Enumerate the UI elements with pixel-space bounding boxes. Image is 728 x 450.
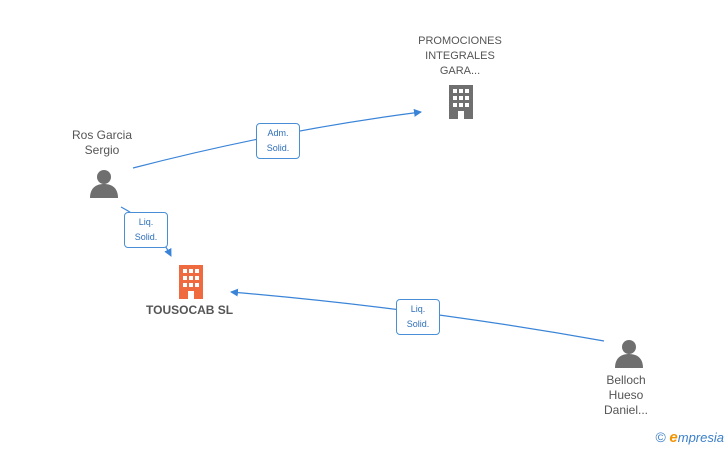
- person-icon[interactable]: [614, 338, 644, 368]
- building-icon[interactable]: [176, 265, 206, 299]
- person-name-line: Ros Garcia: [71, 128, 133, 142]
- building-icon[interactable]: [446, 85, 476, 119]
- person-name-line: Hueso: [608, 388, 644, 402]
- role-line: Liq.: [138, 217, 154, 227]
- person-node-label-ros-garcia[interactable]: Ros Garcia Sergio: [54, 128, 150, 158]
- role-line: Solid.: [266, 143, 290, 153]
- edge-role-badge[interactable]: Adm. Solid.: [256, 123, 300, 159]
- main-company-name[interactable]: TOUSOCAB SL: [146, 303, 234, 317]
- brand-name: mpresia: [677, 430, 724, 445]
- role-line: Solid.: [406, 319, 430, 329]
- person-name-line: Belloch: [606, 373, 646, 387]
- company-name-line: INTEGRALES: [425, 50, 495, 62]
- copyright-symbol: ©: [655, 429, 666, 445]
- person-name-line: Sergio: [84, 143, 120, 157]
- empresia-logo: © empresia: [655, 429, 724, 446]
- company-node-label-promociones[interactable]: PROMOCIONES INTEGRALES GARA...: [400, 34, 520, 79]
- edge-role-badge[interactable]: Liq. Solid.: [396, 299, 440, 335]
- company-name-line: PROMOCIONES: [418, 35, 502, 47]
- role-line: Adm.: [267, 128, 289, 138]
- company-name-line: GARA...: [439, 65, 481, 77]
- person-node-label-belloch[interactable]: Belloch Hueso Daniel...: [586, 373, 666, 418]
- role-line: Liq.: [410, 304, 426, 314]
- role-line: Solid.: [134, 232, 158, 242]
- brand-initial: e: [669, 429, 678, 446]
- person-icon[interactable]: [89, 168, 119, 198]
- edge-role-badge[interactable]: Liq. Solid.: [124, 212, 168, 248]
- person-name-line: Daniel...: [603, 403, 649, 417]
